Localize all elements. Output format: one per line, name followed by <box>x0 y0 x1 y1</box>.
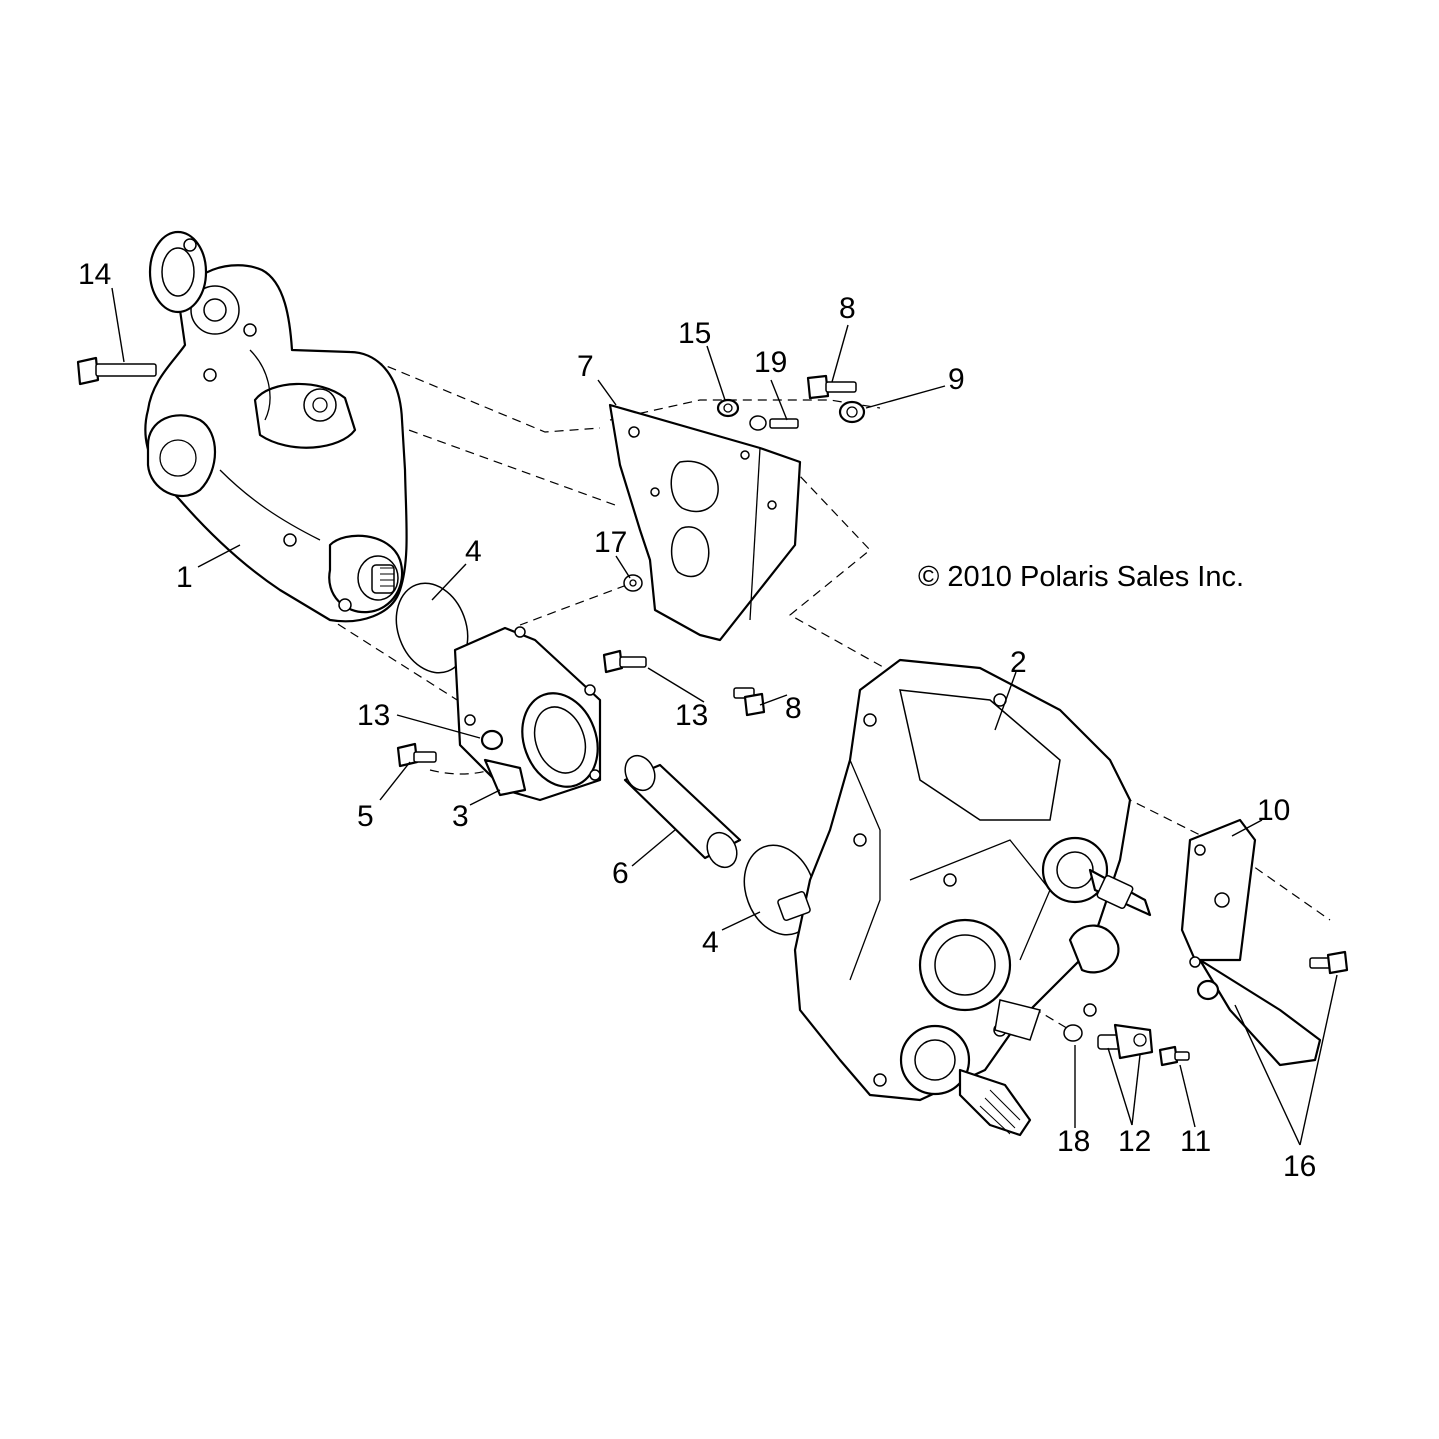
callout-8-lower: 8 <box>785 692 802 725</box>
leader-lines <box>111 287 1338 1146</box>
front-output-spline <box>380 567 394 587</box>
coupler-housing <box>453 626 602 802</box>
sensor-12 <box>1097 1023 1154 1060</box>
bolt-16-b <box>1309 950 1349 975</box>
callout-12: 12 <box>1118 1125 1151 1158</box>
callout-11: 11 <box>1180 1125 1211 1158</box>
spacer-9 <box>838 400 866 424</box>
front-input-shaft <box>777 890 811 922</box>
callout-7: 7 <box>577 350 594 383</box>
lower-output-shaft <box>958 1068 1032 1137</box>
callout-2: 2 <box>1010 646 1027 679</box>
o-ring-4-upper <box>395 582 469 674</box>
bolt-11 <box>1158 1045 1190 1067</box>
o-ring-18 <box>1063 1024 1083 1042</box>
copyright-notice: © 2010 Polaris Sales Inc. <box>918 561 1244 593</box>
callout-15: 15 <box>678 317 711 350</box>
callout-8-upper: 8 <box>839 292 856 325</box>
callout-13-left: 13 <box>357 699 390 732</box>
bolt-5 <box>396 742 437 768</box>
callout-1: 1 <box>176 561 193 594</box>
bolt-14 <box>76 356 157 386</box>
nut-15 <box>716 398 740 418</box>
callout-16: 16 <box>1283 1150 1316 1183</box>
bolt-13-right <box>602 649 647 674</box>
rear-output-shaft <box>1088 868 1152 917</box>
bolt-8-upper <box>806 374 857 400</box>
callout-4-lower: 4 <box>702 926 719 959</box>
callout-3: 3 <box>452 800 469 833</box>
bolt-8-lower <box>733 687 766 717</box>
callout-5: 5 <box>357 800 374 833</box>
callout-10: 10 <box>1257 794 1290 827</box>
callout-4-upper: 4 <box>465 535 482 568</box>
bolt-13-left <box>480 729 504 751</box>
rear-bracket <box>1180 818 1322 1067</box>
mounting-bracket <box>608 403 802 642</box>
propshaft-sleeve <box>623 754 742 869</box>
front-gearcase <box>144 230 408 623</box>
callout-17: 17 <box>594 526 627 559</box>
washer-19 <box>749 415 799 431</box>
bolt-16-a <box>1196 979 1220 1001</box>
callout-19: 19 <box>754 346 787 379</box>
callout-6: 6 <box>612 857 629 890</box>
washer-17 <box>623 574 643 592</box>
callout-13-right: 13 <box>675 699 708 732</box>
callout-14: 14 <box>78 258 111 291</box>
rear-transmission <box>777 658 1152 1137</box>
callout-18: 18 <box>1057 1125 1090 1158</box>
callout-9: 9 <box>948 363 965 396</box>
callouts: 14 1 4 15 19 8 9 7 17 2 13 8 13 5 3 6 4 … <box>78 258 1316 1183</box>
